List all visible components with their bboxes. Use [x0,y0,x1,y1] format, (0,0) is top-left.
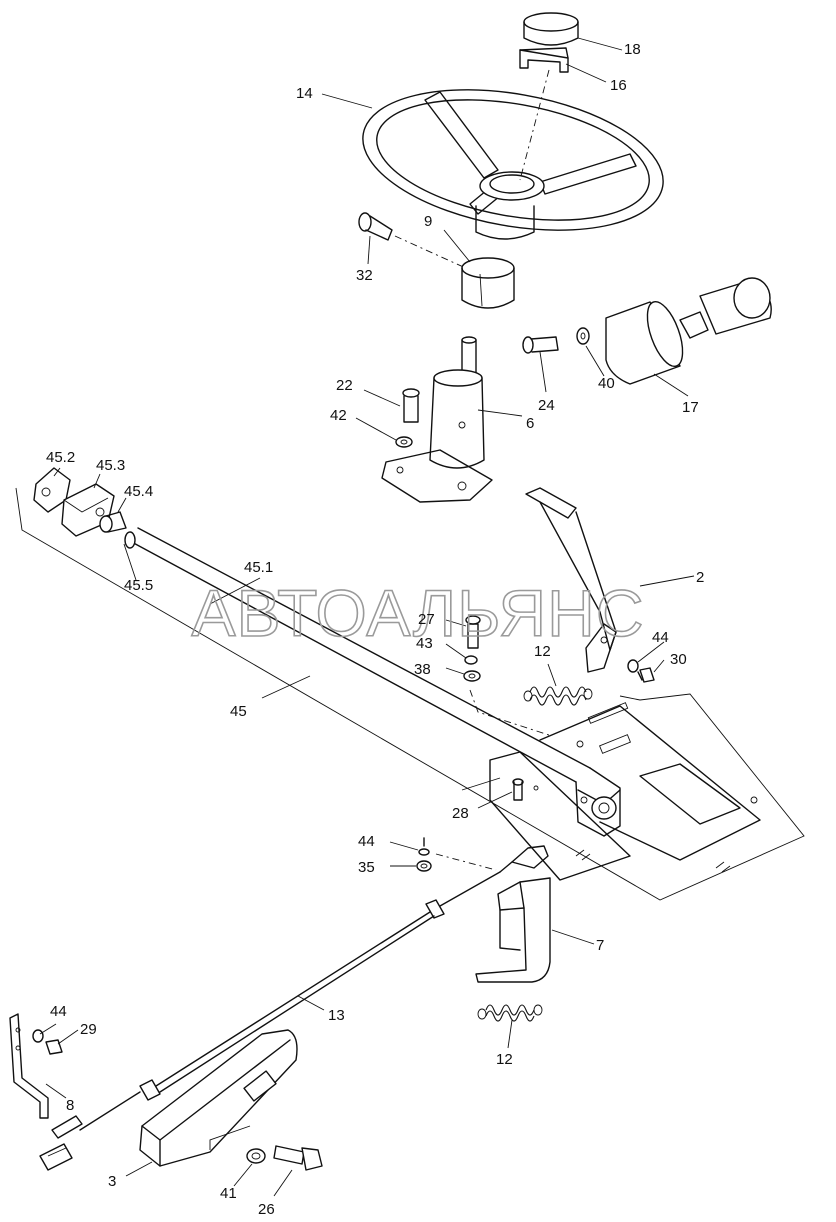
switch-17 [605,277,772,385]
leader-lines [39,37,695,1197]
callout-38: 38 [414,661,431,678]
callout-28: 28 [452,805,469,822]
pin-24 [522,336,559,354]
callout-45-3: 45.3 [96,457,125,474]
nut-41 [246,1148,266,1164]
bushing-9 [461,257,515,309]
callout-30: 30 [670,651,687,668]
callout-44-mid: 44 [358,833,375,850]
callout-45: 45 [230,703,247,720]
bolt-30 [637,667,655,683]
pedal-2 [469,487,617,737]
callout-8: 8 [66,1097,74,1114]
callout-22: 22 [336,377,353,394]
callout-26: 26 [258,1201,275,1218]
horn-button [523,12,579,46]
pin-32 [358,212,393,241]
callout-13: 13 [328,1007,345,1024]
callout-9: 9 [424,213,432,230]
washer-42 [395,436,413,448]
callout-40: 40 [598,375,615,392]
bushing-45-4 [99,511,127,533]
bolt-29 [45,1039,63,1055]
mounting-plate [15,487,805,901]
washer-44-top [627,659,639,673]
callout-17: 17 [682,399,699,416]
spring-12-bottom [477,1004,543,1022]
callout-14: 14 [296,85,313,102]
steering-column [381,336,493,503]
cable-13 [39,845,549,1171]
washer-38 [463,670,481,682]
callout-18: 18 [624,41,641,58]
callout-44-top: 44 [652,629,669,646]
steering-wheel [362,89,664,240]
callout-12-bottom: 12 [496,1051,513,1068]
callout-2: 2 [696,569,704,586]
callout-7: 7 [596,937,604,954]
callout-45-4: 45.4 [124,483,153,500]
washer-44-left [32,1029,44,1043]
bolt-26 [273,1145,323,1171]
horn-contact-bracket [519,47,569,73]
watermark-text: АВТОАЛЬЯНС [192,576,645,650]
washer-40 [576,327,590,345]
callout-42: 42 [330,407,347,424]
bracket-7 [475,877,551,983]
bracket-8 [9,1013,49,1119]
callout-45-1: 45.1 [244,559,273,576]
bracket-3 [139,1029,298,1167]
callout-16: 16 [610,77,627,94]
spring-12-top [523,686,593,706]
callout-45-5: 45.5 [124,577,153,594]
callout-27: 27 [418,611,435,628]
callout-32: 32 [356,267,373,284]
callout-41: 41 [220,1185,237,1202]
callout-12-top: 12 [534,643,551,660]
bolt-27 [465,615,481,649]
nut-35 [416,860,432,872]
callout-3: 3 [108,1173,116,1190]
bolt-28 [512,778,524,801]
washer-43 [464,655,478,665]
shaft-45 [124,527,621,837]
bolt-22 [402,388,420,423]
callout-43: 43 [416,635,433,652]
callout-29: 29 [80,1021,97,1038]
callout-6: 6 [526,415,534,432]
callout-44-left: 44 [50,1003,67,1020]
washer-44-mid [418,837,430,856]
callout-45-2: 45.2 [46,449,75,466]
callout-24: 24 [538,397,555,414]
callout-labels: 18 16 14 9 32 22 42 6 24 40 17 45.2 45.3… [46,41,704,1218]
callout-35: 35 [358,859,375,876]
